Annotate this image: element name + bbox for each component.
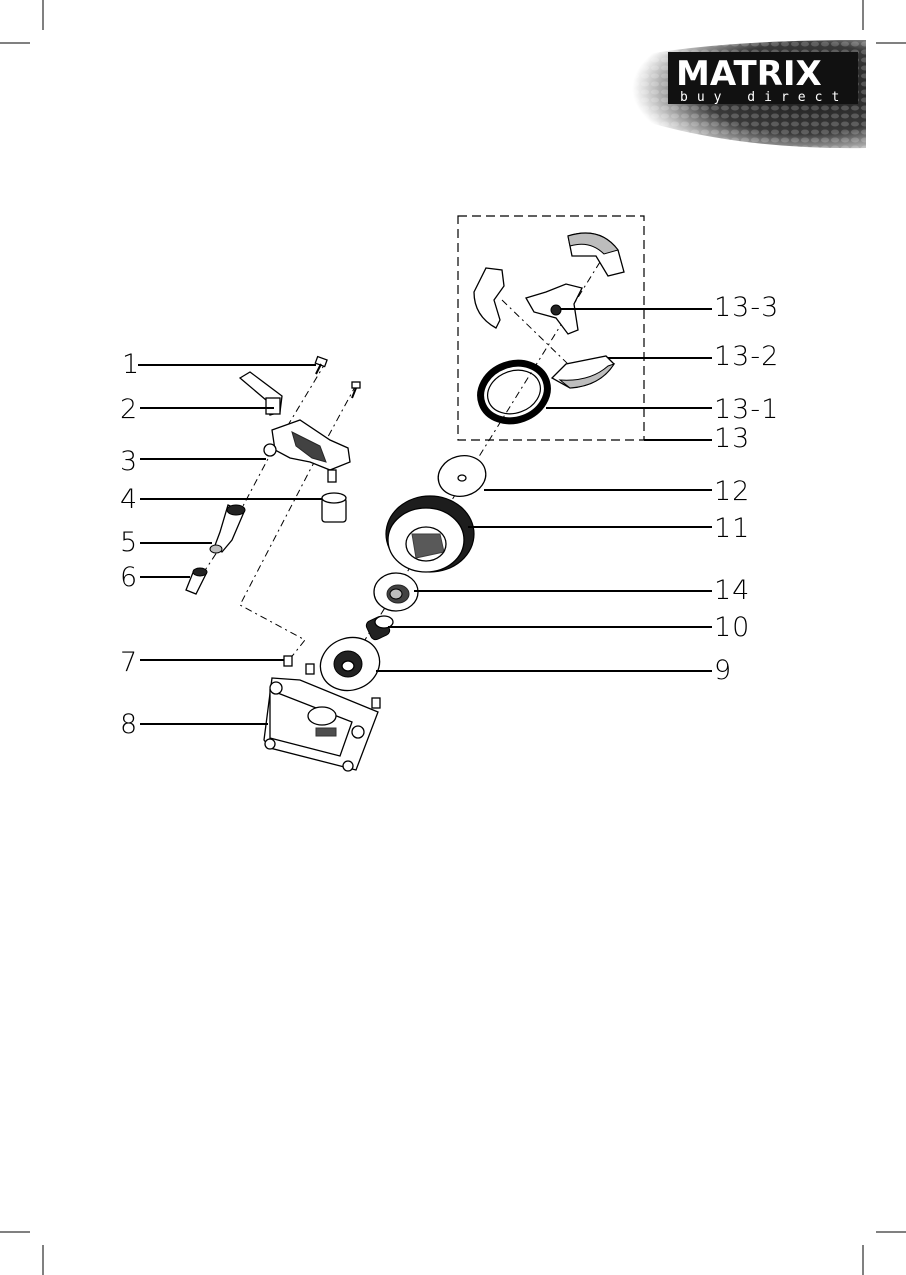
part-13-clutch-shoe-left <box>474 268 504 328</box>
callout-label-8: 8 <box>120 709 138 740</box>
callout-11: 11 <box>468 513 750 544</box>
callout-label-12: 12 <box>714 476 750 507</box>
callout-13-1: 13-1 <box>546 394 779 425</box>
matrix-logo: MATRIX buy direct <box>620 40 866 148</box>
callout-label-1: 1 <box>122 349 140 380</box>
callout-label-2: 2 <box>120 394 138 425</box>
callout-1: 1 <box>122 349 316 380</box>
callout-label-13: 13 <box>714 423 750 454</box>
callout-label-9: 9 <box>714 655 732 686</box>
callout-label-11: 11 <box>714 513 750 544</box>
part-14-sprocket <box>374 573 418 611</box>
part-13-1-clutch-spring <box>472 354 555 430</box>
part-8-housing <box>264 678 378 771</box>
callout-label-13-2: 13-2 <box>714 341 779 372</box>
callout-label-5: 5 <box>120 527 138 558</box>
part-13-2-clutch-shoe-bottom <box>552 356 614 388</box>
brand-tagline: buy direct <box>680 90 848 105</box>
part-4-bushing <box>322 493 346 522</box>
callout-label-3: 3 <box>120 446 138 477</box>
callout-13-2: 13-2 <box>608 341 779 372</box>
callout-6: 6 <box>120 562 190 593</box>
callout-4: 4 <box>120 484 322 515</box>
part-3-oil-pump <box>264 420 350 482</box>
callout-label-6: 6 <box>120 562 138 593</box>
assembly-axes <box>192 262 600 680</box>
callout-label-4: 4 <box>120 484 138 515</box>
callout-label-10: 10 <box>714 612 750 643</box>
callout-label-14: 14 <box>714 575 750 606</box>
callout-10: 10 <box>388 612 750 643</box>
callout-7: 7 <box>120 647 284 678</box>
brand-name: MATRIX <box>676 54 822 94</box>
callout-13: 13 <box>644 423 750 454</box>
callout-8: 8 <box>120 709 268 740</box>
part-13-clutch-shoe-top <box>568 233 624 276</box>
callout-label-13-1: 13-1 <box>714 394 779 425</box>
callout-label-13-3: 13-3 <box>714 292 779 323</box>
callout-3: 3 <box>120 446 266 477</box>
part-11-clutch-drum <box>386 496 474 572</box>
callout-12: 12 <box>484 476 750 507</box>
part-5-worm-gear <box>210 505 245 553</box>
callout-9: 9 <box>376 655 732 686</box>
callout-14: 14 <box>414 575 750 606</box>
part-6-bolt <box>186 568 207 594</box>
callout-5: 5 <box>120 527 212 558</box>
callout-label-7: 7 <box>120 647 138 678</box>
part-1-screw <box>315 357 327 374</box>
callout-2: 2 <box>120 394 274 425</box>
callout-13-3: 13-3 <box>560 292 779 323</box>
part-12-washer <box>434 450 491 501</box>
